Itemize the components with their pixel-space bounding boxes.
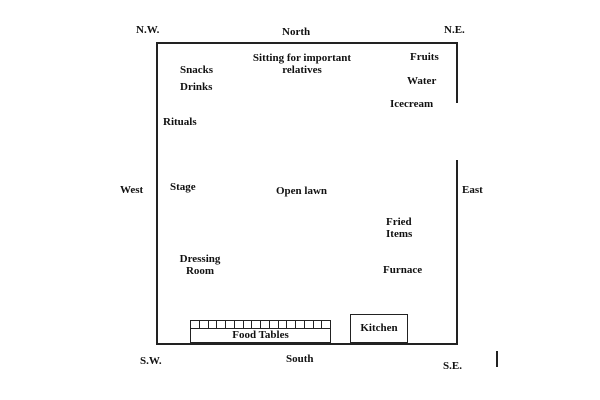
label-ne: N.E.	[444, 24, 465, 36]
area-fruits: Fruits	[410, 51, 439, 63]
area-icecream: Icecream	[390, 98, 434, 110]
area-rituals: Rituals	[163, 116, 197, 128]
food-tables: Food Tables	[190, 328, 331, 343]
food-table-cell	[314, 321, 323, 328]
food-table-cell	[226, 321, 235, 328]
text-cursor	[496, 351, 498, 367]
food-table-cell	[270, 321, 279, 328]
label-north: North	[282, 26, 311, 38]
area-fried-items: Fried Items	[386, 216, 413, 240]
wall-right-lower	[456, 160, 458, 345]
area-stage: Stage	[170, 181, 196, 193]
kitchen-label: Kitchen	[360, 322, 398, 334]
food-table-cell	[200, 321, 209, 328]
food-table-cell	[252, 321, 261, 328]
area-drinks: Drinks	[180, 81, 213, 93]
food-tables-label: Food Tables	[232, 329, 289, 341]
label-west: West	[120, 184, 144, 196]
food-table-cell	[217, 321, 226, 328]
wall-left	[156, 42, 158, 345]
label-east: East	[462, 184, 483, 196]
wall-right-upper	[456, 42, 458, 103]
food-table-cell	[261, 321, 270, 328]
area-snacks: Snacks	[180, 64, 214, 76]
food-table-cell	[209, 321, 218, 328]
food-table-cell	[191, 321, 200, 328]
label-nw: N.W.	[136, 24, 160, 36]
wall-bottom	[156, 343, 458, 345]
food-table-cell	[322, 321, 330, 328]
area-sitting: Sitting for important relatives	[252, 52, 352, 76]
food-table-cell	[279, 321, 288, 328]
area-furnace: Furnace	[383, 264, 423, 276]
area-water: Water	[407, 75, 437, 87]
food-table-cell	[305, 321, 314, 328]
label-sw: S.W.	[140, 355, 162, 367]
area-dressing-room: Dressing Room	[179, 253, 221, 277]
label-se: S.E.	[443, 360, 462, 372]
label-south: South	[286, 353, 314, 365]
food-table-cell	[235, 321, 244, 328]
kitchen: Kitchen	[350, 314, 408, 343]
food-table-cell	[244, 321, 253, 328]
food-table-cell	[287, 321, 296, 328]
area-open-lawn: Open lawn	[276, 185, 328, 197]
food-table-cell	[296, 321, 305, 328]
wall-top	[156, 42, 458, 44]
